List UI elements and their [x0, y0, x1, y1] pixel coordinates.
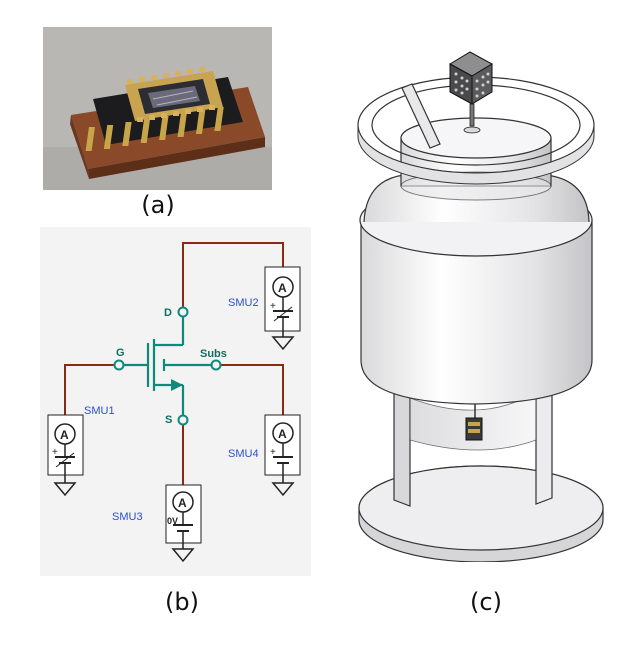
smu1-unit: A +: [47, 414, 84, 483]
smu1-plus: +: [52, 447, 58, 458]
dewar-body: [360, 219, 593, 405]
smu4-ground-icon: [271, 482, 295, 497]
smu2-plus: +: [270, 301, 276, 312]
chip-photo-panel: [43, 27, 272, 190]
gate-terminal: [113, 359, 125, 371]
probe-rod: [469, 103, 475, 127]
smu4-ammeter-label: A: [278, 427, 287, 441]
chip-photo: [43, 27, 272, 190]
caption-a: (a): [141, 191, 175, 219]
smu3-label: SMU3: [112, 511, 143, 523]
support-leg-right: [535, 387, 553, 505]
smu4-plus: +: [270, 447, 276, 458]
smu4-unit: A +: [264, 414, 301, 483]
smu2-label: SMU2: [228, 297, 259, 309]
smu2-ground-icon: [271, 336, 295, 351]
source-label: S: [165, 414, 172, 426]
smu2-ammeter-label: A: [278, 281, 287, 295]
smu1-label: SMU1: [84, 405, 115, 417]
handle-bar: [401, 83, 441, 149]
drain-label: D: [164, 307, 172, 319]
smu3-unit: A 0V: [165, 484, 202, 549]
source-terminal: [177, 414, 189, 426]
smu3-ammeter-label: A: [178, 496, 187, 510]
smu1-ground-icon: [53, 482, 77, 497]
smu1-ammeter-label: A: [60, 428, 69, 442]
drain-terminal: [177, 306, 189, 318]
dip-pins: [85, 107, 224, 151]
substrate-terminal: [210, 359, 222, 371]
smu3-zero-volt: 0V: [167, 516, 178, 526]
circuit-diagram: D G Subs S SMU2 SMU1 SMU4 SMU3 A +: [40, 227, 311, 576]
support-leg-left: [393, 389, 411, 507]
dewar-render: [357, 51, 604, 563]
gate-label: G: [116, 347, 125, 359]
caption-b: (b): [165, 588, 199, 616]
source-arrow: [171, 379, 183, 391]
smu4-label: SMU4: [228, 448, 259, 460]
smu3-ground-icon: [171, 548, 195, 563]
caption-c: (c): [470, 588, 502, 616]
dewar-render-panel: [346, 30, 608, 563]
circuit-panel: D G Subs S SMU2 SMU1 SMU4 SMU3 A +: [40, 227, 311, 576]
smu2-unit: A +: [264, 266, 301, 337]
dewar-lid: [400, 117, 552, 159]
wires: [64, 242, 284, 485]
substrate-label: Subs: [200, 348, 227, 360]
